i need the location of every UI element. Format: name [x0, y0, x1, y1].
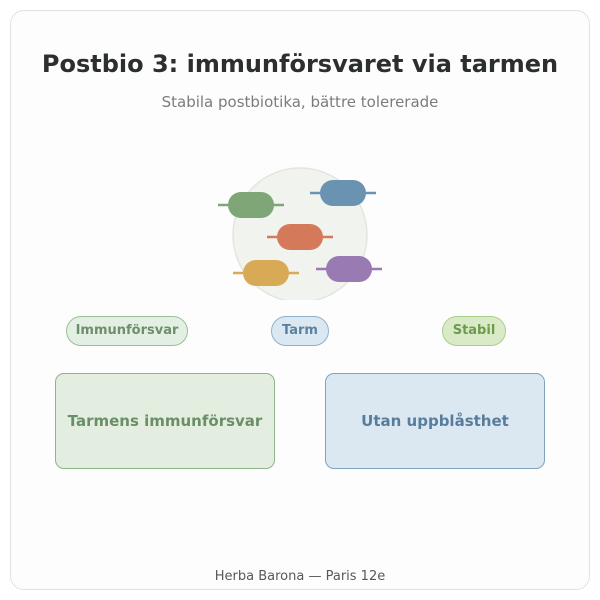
tag-stable: Stabil — [442, 316, 506, 346]
diagram-subtitle: Stabila postbiotika, bättre tolererade — [161, 93, 439, 111]
box-gut-immune-label: Tarmens immunförsvar — [67, 412, 263, 430]
diagram-title: Postbio 3: immunförsvaret via tarmen — [41, 50, 559, 78]
capsule-blue-icon — [310, 180, 376, 206]
box-no-bloating-label: Utan uppblåsthet — [361, 412, 509, 430]
footer-credit: Herba Barona — Paris 12e — [214, 569, 386, 584]
tag-immune: Immunförsvar — [66, 316, 188, 346]
capsule-purple-icon — [316, 256, 382, 282]
box-no-bloating: Utan uppblåsthet — [325, 373, 545, 469]
diagram-card — [10, 10, 590, 590]
box-gut-immune: Tarmens immunförsvar — [55, 373, 275, 469]
capsule-red-icon — [267, 224, 333, 250]
tag-gut: Tarm — [271, 316, 329, 346]
capsule-green-icon — [218, 192, 284, 218]
capsule-illustration — [218, 167, 382, 300]
capsule-yellow-icon — [233, 260, 299, 286]
